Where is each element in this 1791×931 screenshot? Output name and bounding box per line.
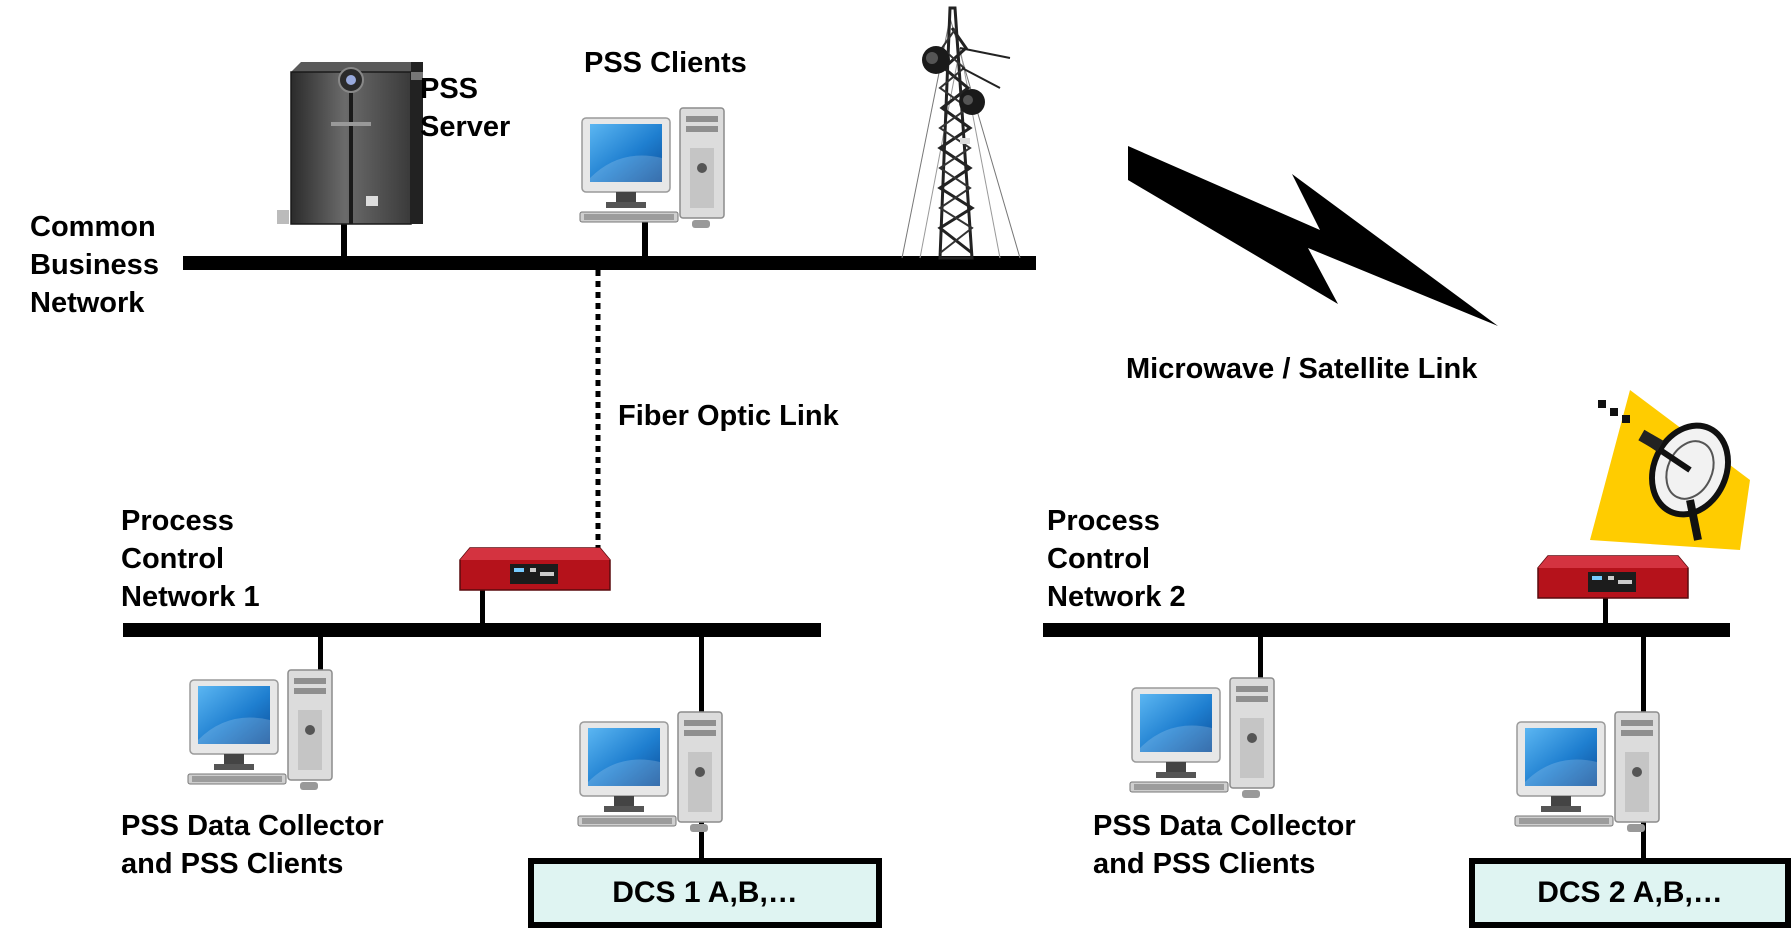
- pss-data-collector-2-workstation-icon: [1129, 677, 1275, 799]
- fiber-optic-link-label: Fiber Optic Link: [618, 400, 839, 432]
- dcs-2-workstation-icon: [1514, 711, 1660, 833]
- tower-icon: [901, 6, 1021, 260]
- process-control-network-2-line: [1043, 623, 1730, 637]
- dcs-1-box-drop-line: [699, 818, 704, 860]
- process-control-network-2-label: Process Control Network 2: [1047, 505, 1186, 613]
- router-1-icon: [459, 547, 611, 591]
- microwave-satellite-link-label: Microwave / Satellite Link: [1126, 353, 1478, 385]
- clients-drop-line: [642, 217, 648, 259]
- dcs-1-box: DCS 1 A,B,…: [528, 858, 882, 928]
- satellite-dish-icon: [1590, 390, 1750, 550]
- common-business-network-line: [183, 256, 1036, 270]
- dcs-2-label: DCS 2 A,B,…: [1537, 876, 1723, 909]
- router-2-drop-line: [1603, 598, 1608, 626]
- pss-data-collector-2-label: PSS Data Collector and PSS Clients: [1093, 810, 1356, 880]
- pss-server-label: PSS Server: [420, 73, 511, 143]
- dcs-2-drop-line: [1641, 637, 1646, 717]
- server-drop-line: [341, 217, 347, 259]
- server-icon: [277, 62, 423, 225]
- process-control-network-1-line: [123, 623, 821, 637]
- lightning-icon: [1128, 146, 1498, 326]
- dcs-2-box-drop-line: [1641, 818, 1646, 860]
- process-control-network-1-label: Process Control Network 1: [121, 505, 260, 613]
- pss-data-collector-1-label: PSS Data Collector and PSS Clients: [121, 810, 384, 880]
- dcs-1-drop-line: [699, 637, 704, 717]
- pss-client-workstation-top-icon: [579, 107, 725, 229]
- router-2-icon: [1537, 555, 1689, 599]
- collector-2-drop-line: [1258, 637, 1263, 679]
- dcs-2-box: DCS 2 A,B,…: [1469, 858, 1791, 928]
- router-1-drop-line: [480, 590, 485, 626]
- dcs-1-label: DCS 1 A,B,…: [612, 876, 798, 909]
- common-business-network-label: Common Business Network: [30, 211, 159, 319]
- dcs-1-workstation-icon: [577, 711, 723, 833]
- collector-1-drop-line: [318, 637, 323, 671]
- pss-clients-top-label: PSS Clients: [584, 47, 747, 79]
- pss-data-collector-1-workstation-icon: [187, 669, 333, 791]
